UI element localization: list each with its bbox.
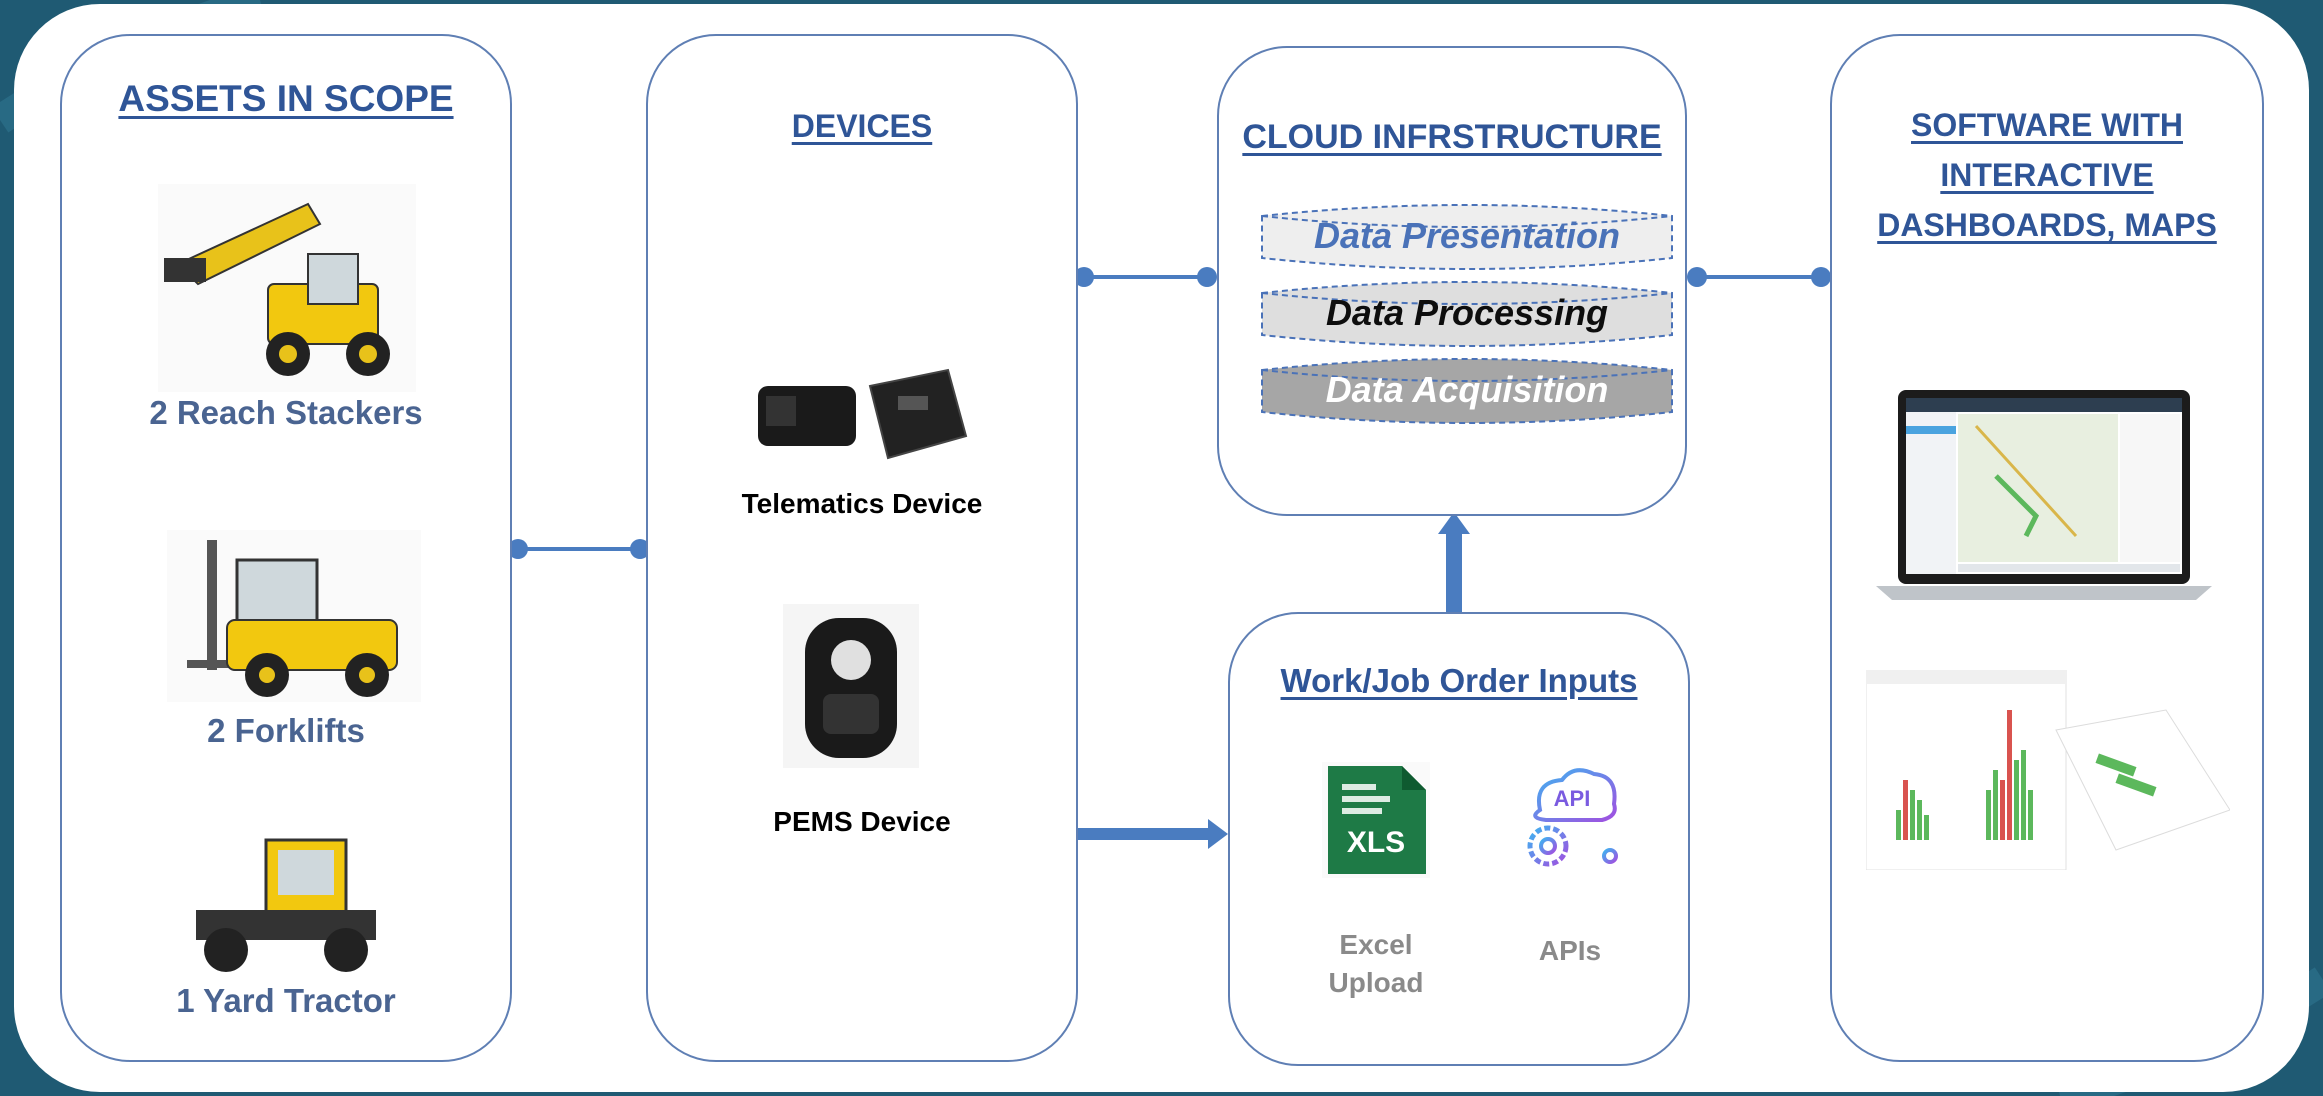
yard-tractor-image [186,820,396,990]
asset-label-forklifts: 2 Forklifts [207,712,365,749]
telematics-device-image [758,368,968,460]
excel-label-line1: Excel [1339,929,1413,960]
inputs-panel: Work/Job Order Inputs XLS Excel Upload A… [1228,612,1690,1066]
api-badge: API [1553,786,1591,811]
software-panel: SOFTWARE WITH INTERACTIVE DASHBOARDS, MA… [1830,34,2264,1062]
diagram-canvas: ASSETS IN SCOPE 2 Reach Stackers 2 Forkl… [14,4,2309,1092]
device-label-pems: PEMS Device [773,806,951,837]
laptop-map-dashboard-image [1876,390,2212,600]
arrow-devices-to-inputs-head [1208,819,1228,849]
cloud-panel: CLOUD INFRSTRUCTURE [1217,46,1687,516]
asset-label-reach-stackers: 2 Reach Stackers [149,394,423,431]
layer-data-acquisition: Data Acquisition [1260,358,1674,424]
arrow-inputs-to-cloud-shaft [1446,534,1462,614]
layer-label: Data Presentation [1313,215,1621,256]
assets-panel: ASSETS IN SCOPE 2 Reach Stackers 2 Forkl… [60,34,512,1062]
layer-data-processing: Data Processing [1260,281,1674,347]
inputs-title: Work/Job Order Inputs [1280,662,1638,699]
reach-stacker-image [158,184,416,392]
excel-label: Excel Upload [1302,926,1450,1002]
devices-title: DEVICES [791,108,933,144]
connector-dot [1811,267,1831,287]
connector-dot [1197,267,1217,287]
excel-badge: XLS [1346,826,1406,859]
assets-title: ASSETS IN SCOPE [118,78,454,119]
excel-icon [1322,762,1430,878]
arrow-devices-to-inputs-shaft [1068,828,1210,840]
layer-label: Data Processing [1325,292,1609,333]
connector-dot [1074,267,1094,287]
arrow-inputs-to-cloud-head [1438,512,1470,534]
excel-label-line2: Upload [1328,967,1424,998]
asset-label-yard-tractor: 1 Yard Tractor [176,982,396,1019]
devices-panel: DEVICES Telematics Device PEMS Device [646,34,1078,1062]
connector-dot [1687,267,1707,287]
forklift-image [167,530,421,702]
cloud-title: CLOUD INFRSTRUCTURE [1242,118,1662,156]
device-label-telematics: Telematics Device [741,488,983,519]
layer-data-presentation: Data Presentation [1260,204,1674,270]
connector-dot [630,539,650,559]
connector-dot [508,539,528,559]
api-label: APIs [1538,935,1602,966]
layer-label: Data Acquisition [1325,369,1609,410]
software-title-line3: DASHBOARDS, MAPS [1877,207,2217,243]
software-title-line2: INTERACTIVE [1940,157,2154,193]
connectors [508,267,1831,849]
pems-device-image [783,604,919,768]
api-icon [1527,768,1618,867]
software-title-line1: SOFTWARE WITH [1911,107,2183,143]
software-title: SOFTWARE WITH INTERACTIVE DASHBOARDS, MA… [1832,100,2262,250]
bar-chart-dashboard-image [1866,670,2230,870]
